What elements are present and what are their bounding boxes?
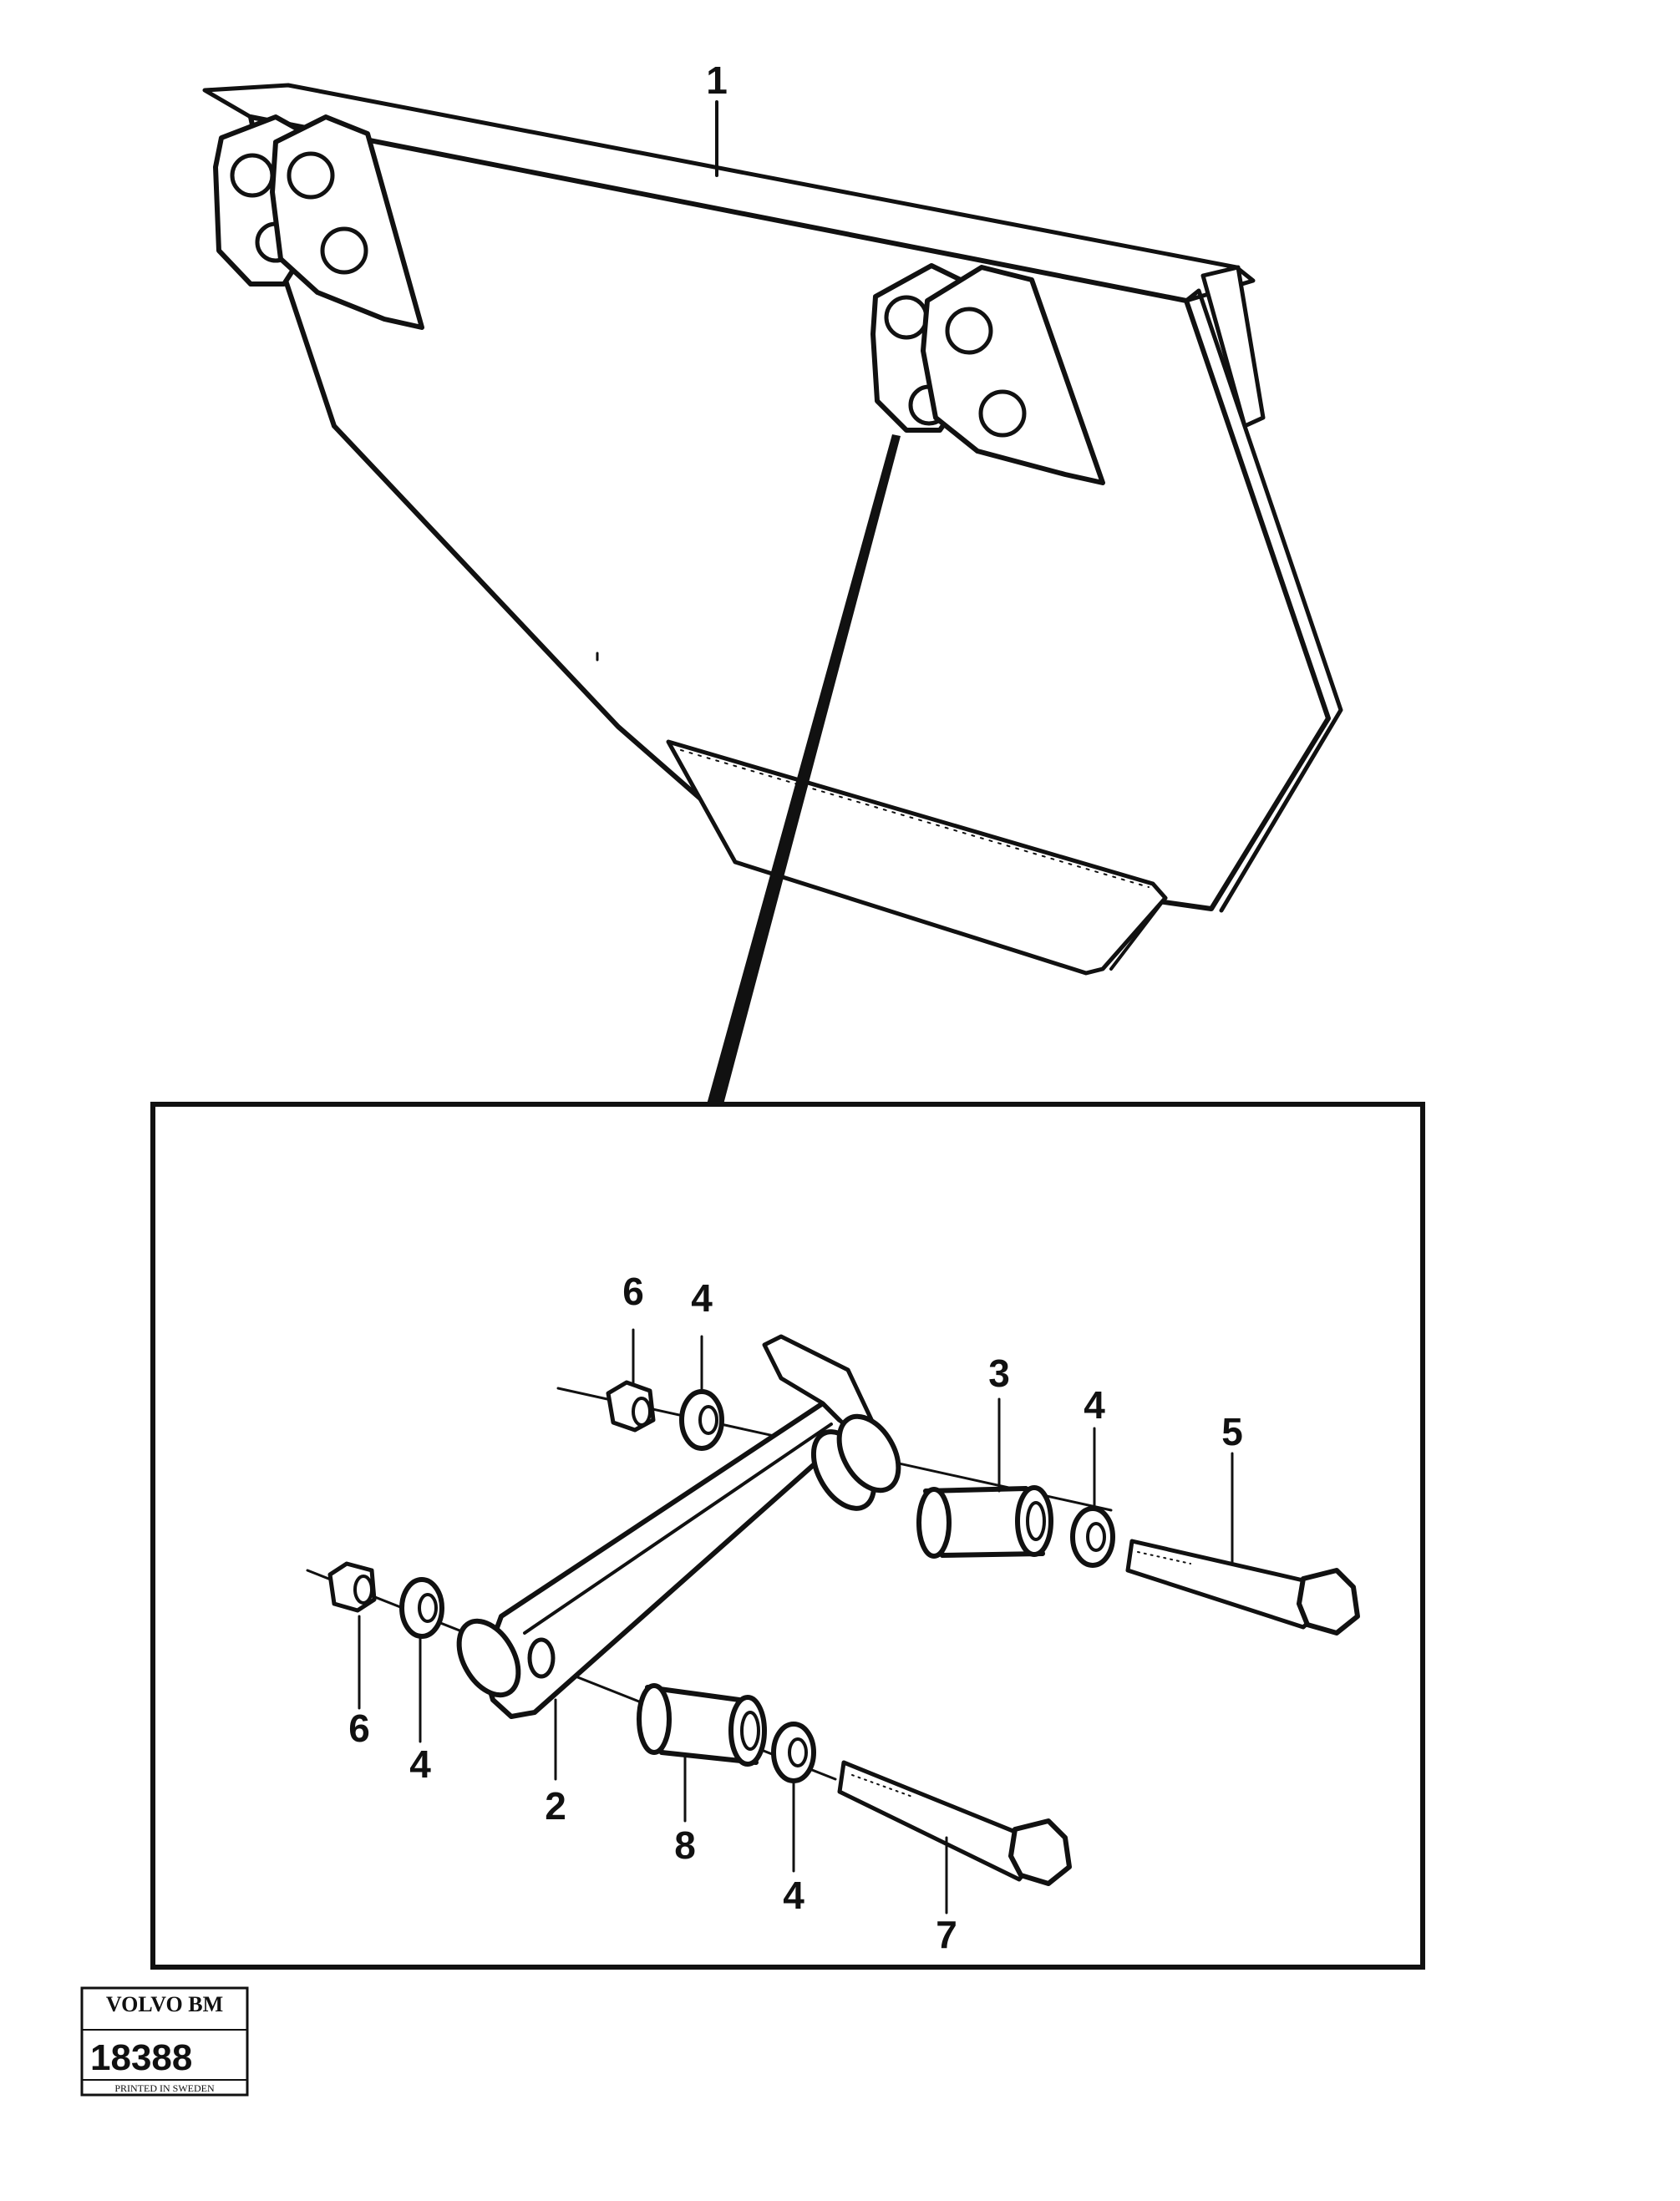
detail-parts <box>306 1334 1360 1886</box>
callout-4-upper-left: 4 <box>691 1276 713 1320</box>
callout-8: 8 <box>674 1823 696 1867</box>
stamp-brand: VOLVO BM <box>106 1992 223 2016</box>
stamp-number: 18388 <box>90 2037 192 2078</box>
callout-4-lower-left: 4 <box>409 1742 431 1786</box>
callout-3: 3 <box>988 1352 1010 1395</box>
callout-2: 2 <box>545 1784 566 1828</box>
right-mounting-lugs <box>870 263 1105 485</box>
left-mounting-lugs <box>213 114 424 330</box>
detail-inset-frame <box>150 1102 1425 1970</box>
callout-5: 5 <box>1221 1410 1243 1453</box>
callout-6-upper: 6 <box>622 1270 644 1313</box>
callout-4-upper-right: 4 <box>1084 1383 1105 1427</box>
callout-leaders <box>358 1328 1234 1914</box>
callout-4-lower-right: 4 <box>783 1874 804 1917</box>
guard-plate-assembly <box>202 83 1343 976</box>
stamp-printed: PRINTED IN SWEDEN <box>114 2082 215 2094</box>
callout-7: 7 <box>936 1913 957 1956</box>
callout-1: 1 <box>706 58 728 102</box>
callout-6-lower: 6 <box>348 1707 370 1750</box>
volvo-bm-stamp: VOLVO BM 18388 PRINTED IN SWEDEN <box>80 1986 249 2097</box>
detail-pointer <box>707 434 901 1104</box>
